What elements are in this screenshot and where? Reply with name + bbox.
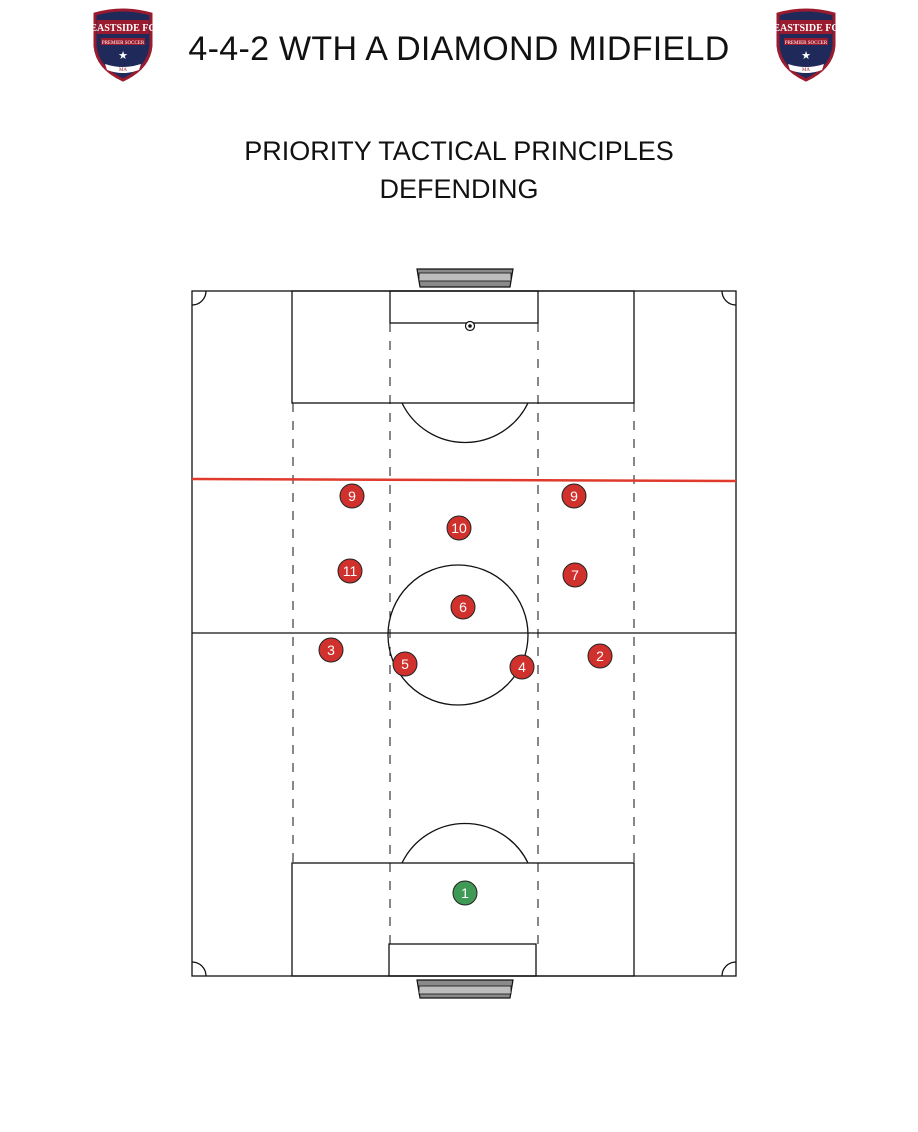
player-marker [392, 651, 418, 677]
corner-arc [721, 290, 737, 306]
player-number: 9 [570, 488, 578, 504]
ball-icon [464, 320, 476, 332]
defensive-line [191, 477, 737, 483]
player-marker [339, 483, 365, 509]
pitch-markings [191, 290, 737, 977]
corner-arc [191, 961, 207, 977]
player-number: 2 [596, 648, 604, 664]
top-goal-area [389, 290, 539, 324]
goalkeeper-token: 1 [452, 880, 478, 906]
player-token: 10 [446, 515, 472, 541]
bottom-goal [416, 979, 514, 999]
player-token: 9 [561, 483, 587, 509]
bottom-goal-area [388, 943, 537, 977]
bottom-penalty-arc [401, 822, 529, 864]
center-circle [387, 564, 529, 706]
player-token: 5 [392, 651, 418, 677]
player-token: 4 [509, 654, 535, 680]
player-marker [452, 880, 478, 906]
club-crest-left: EASTSIDE FC PREMIER SOCCER ★ MA [91, 8, 155, 82]
player-number: 4 [518, 659, 526, 675]
player-number: 3 [327, 642, 335, 658]
player-number: 9 [348, 488, 356, 504]
corner-arc [191, 290, 207, 306]
player-token: 3 [318, 637, 344, 663]
player-marker [562, 562, 588, 588]
player-number: 5 [401, 656, 409, 672]
players: 9 9 10 11 7 6 3 5 4 2 1 [318, 483, 613, 906]
player-marker [561, 483, 587, 509]
player-number: 1 [461, 885, 469, 901]
page-title: 4-4-2 WTH A DIAMOND MIDFIELD [188, 30, 730, 68]
top-penalty-area [291, 290, 635, 404]
crest-tagline: PREMIER SOCCER [785, 41, 828, 46]
svg-text:★: ★ [118, 50, 128, 62]
corner-arc [721, 961, 737, 977]
top-goal [416, 268, 514, 288]
player-token: 11 [337, 558, 363, 584]
player-token: 7 [562, 562, 588, 588]
crest-state: MA [802, 68, 810, 73]
player-number: 7 [571, 567, 579, 583]
player-marker [337, 558, 363, 584]
bottom-penalty-area [291, 862, 635, 977]
player-marker [450, 594, 476, 620]
player-token: 2 [587, 643, 613, 669]
player-marker [587, 643, 613, 669]
club-crest-right: EASTSIDE FC PREMIER SOCCER ★ MA [774, 8, 838, 82]
top-penalty-arc [401, 402, 529, 444]
svg-text:★: ★ [801, 50, 811, 62]
player-number: 10 [451, 520, 467, 536]
crest-name: EASTSIDE FC [774, 23, 838, 34]
player-token: 6 [450, 594, 476, 620]
player-token: 9 [339, 483, 365, 509]
subtitle-phase: DEFENDING [379, 174, 539, 204]
player-number: 11 [343, 563, 358, 579]
player-marker [318, 637, 344, 663]
crest-state: MA [119, 68, 127, 73]
player-marker [446, 515, 472, 541]
crest-tagline: PREMIER SOCCER [102, 41, 145, 46]
player-marker [509, 654, 535, 680]
crest-name: EASTSIDE FC [91, 23, 155, 34]
player-number: 6 [459, 599, 467, 615]
subtitle-principles: PRIORITY TACTICAL PRINCIPLES [244, 136, 674, 166]
